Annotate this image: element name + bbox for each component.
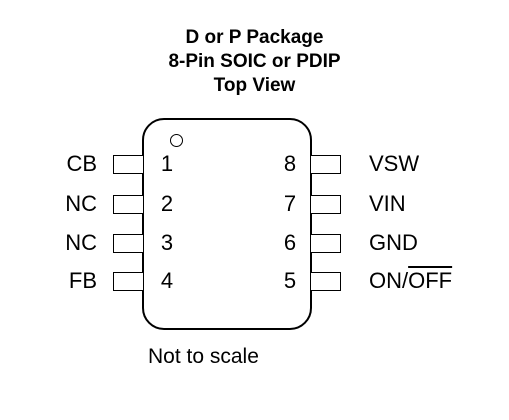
pin-number-3: 3	[160, 230, 174, 255]
pin-label-vin: VIN	[369, 191, 406, 216]
pin-label-nc-3: NC	[65, 230, 97, 255]
pin-lead-2	[113, 195, 143, 214]
pin-lead-1	[113, 155, 143, 174]
pin-number-6: 6	[283, 230, 297, 255]
pin-label-nc-2: NC	[65, 191, 97, 216]
view-label: Top View	[213, 75, 296, 96]
pin-lead-5	[311, 272, 341, 291]
pin-number-2: 2	[160, 191, 174, 216]
pin-label-off-overbar: OFF	[408, 268, 453, 293]
package-body	[142, 118, 312, 330]
pin-number-1: 1	[160, 151, 174, 176]
package-title: D or P Package	[185, 27, 324, 48]
pin-lead-3	[113, 234, 143, 253]
pin-label-on-off: ON/OFF	[369, 268, 452, 294]
package-type: 8-Pin SOIC or PDIP	[168, 51, 341, 72]
pin-label-cb: CB	[66, 151, 97, 176]
pin-lead-7	[311, 195, 341, 214]
pin-label-gnd: GND	[369, 230, 418, 255]
pin-lead-8	[311, 155, 341, 174]
pin-lead-6	[311, 234, 341, 253]
pin-lead-4	[113, 272, 143, 291]
pin-number-8: 8	[283, 151, 297, 176]
pin-label-fb: FB	[68, 268, 97, 293]
pin1-indicator-icon	[170, 134, 183, 147]
pin-label-on-prefix: ON/	[369, 268, 409, 293]
pin-label-vsw: VSW	[369, 151, 420, 176]
pin-number-4: 4	[160, 268, 174, 293]
scale-note: Not to scale	[148, 345, 259, 368]
pin-number-7: 7	[283, 191, 297, 216]
pin-number-5: 5	[283, 268, 297, 293]
